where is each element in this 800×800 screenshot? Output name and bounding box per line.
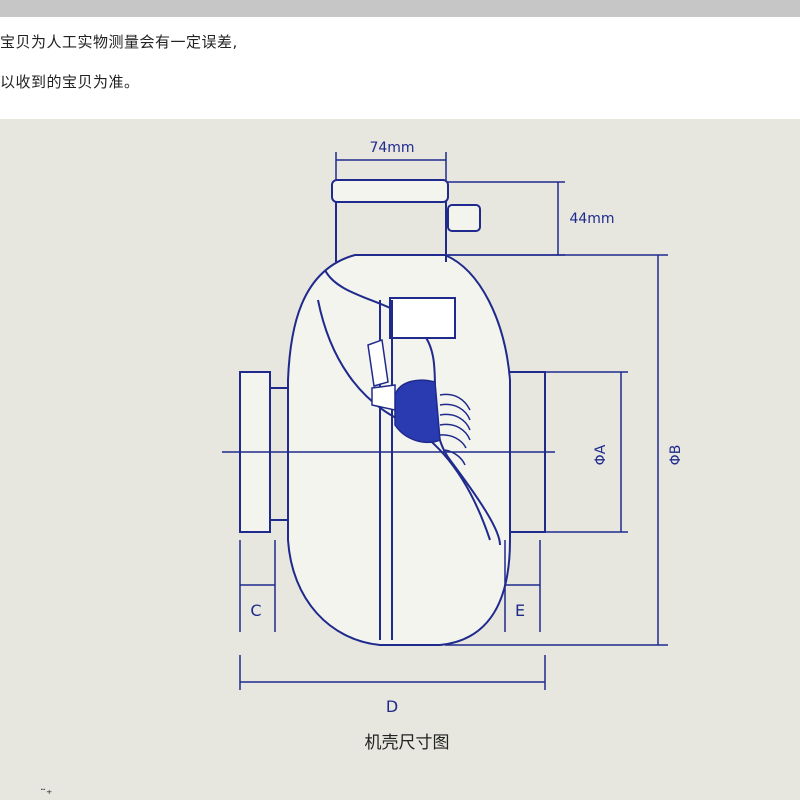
dim-e-label: E (515, 601, 525, 620)
neck-sides (335, 200, 447, 262)
dim-d-label: D (386, 697, 398, 716)
disclaimer-line-1: 宝贝为人工实物测量会有一定误差, (0, 33, 238, 51)
dim-c-label: C (250, 601, 261, 620)
dim-44mm-label: 44mm (569, 211, 614, 227)
cable-gland (447, 204, 481, 232)
corner-mark: ¨⁺ (40, 787, 52, 800)
dim-phi-a-label: ΦA (593, 444, 609, 465)
diagram-caption: 机壳尺寸图 (365, 733, 450, 753)
top-bar (0, 0, 800, 17)
dim-phi-b-label: ΦB (668, 445, 684, 466)
motor-impeller (367, 338, 471, 466)
inner-duct (389, 297, 456, 339)
housing-outline (239, 179, 546, 646)
disclaimer-line-2: 以收到的宝贝为准。 (0, 73, 140, 91)
housing-body (287, 254, 511, 646)
top-cap (331, 179, 449, 203)
dim-74mm-label: 74mm (369, 140, 414, 156)
dimension-lines (239, 152, 668, 690)
